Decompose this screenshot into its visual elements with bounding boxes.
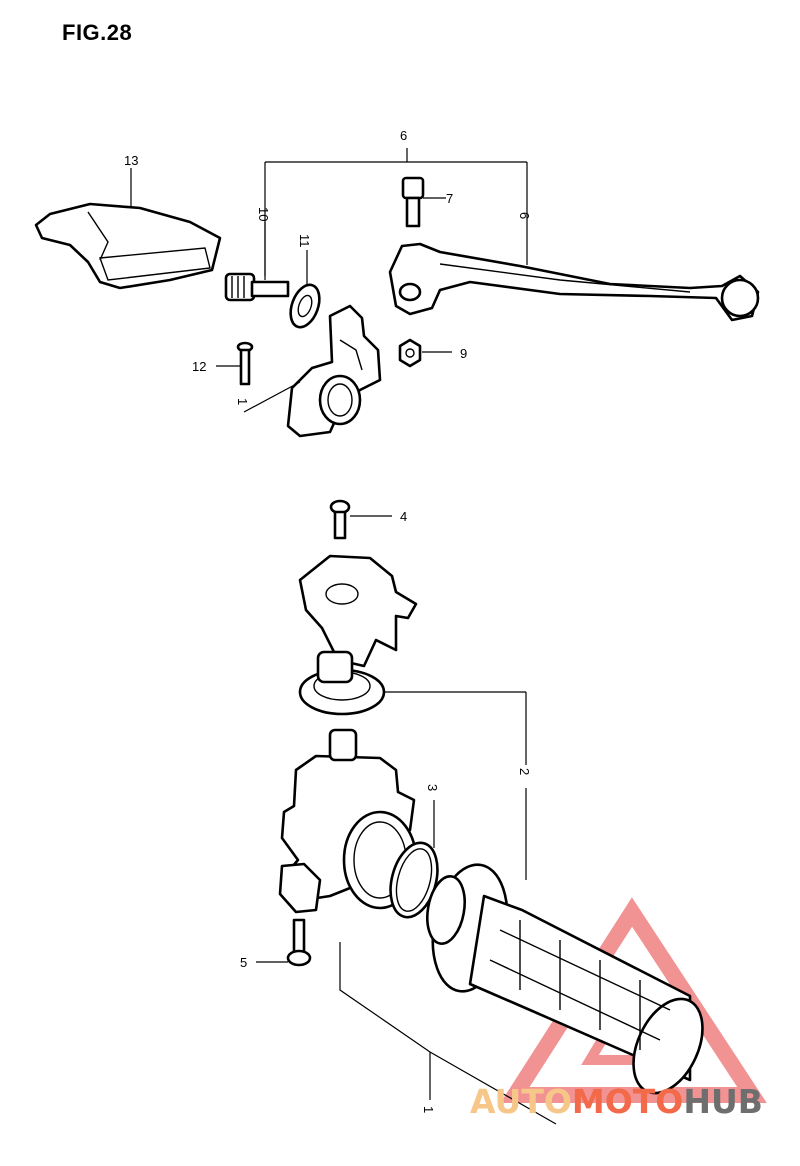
watermark-moto: MOTO [571,1082,684,1121]
nut-part-9 [398,338,452,368]
switch-lower-housing [278,728,418,914]
callout-label-1-lower: 1 [421,1106,436,1113]
throttle-grip-part-2 [426,863,704,1095]
leader-group-1-lower [339,942,557,1125]
callout-label-5: 5 [240,955,247,970]
callout-label-13: 13 [124,153,138,168]
lever-holder-part-1 [243,304,382,438]
watermark-auto: AUTO [470,1082,572,1121]
screw-part-4 [329,499,392,540]
callout-label-10: 10 [256,207,271,221]
callout-label-3: 3 [425,784,440,791]
callout-label-9: 9 [460,346,467,361]
clutch-lever-part-7 [388,242,760,322]
callout-label-6: 6 [400,128,407,143]
switch-collar [298,650,527,880]
leader-group-6 [264,148,528,280]
locknut-part-11 [289,250,321,329]
adjuster-bolt-part-10 [224,222,290,302]
callout-label-7: 6 [517,212,532,219]
watermark-logo: AUTOMOTOHUB [470,1082,763,1121]
lever-cover-part-13 [34,168,222,290]
callout-label-8: 7 [446,191,453,206]
callout-label-12: 12 [192,359,206,374]
screw-part-5 [256,918,312,967]
callout-label-2: 2 [517,768,532,775]
callout-label-4: 4 [400,509,407,524]
figure-title: FIG.28 [62,20,133,45]
switch-upper-housing [298,554,418,668]
pivot-bolt-part-8 [401,176,446,228]
o-ring-part-3 [389,800,439,919]
callout-label-11: 11 [297,234,312,248]
watermark-hub: HUB [683,1082,763,1121]
screw-part-12 [216,341,254,386]
callout-label-1-upper: 1 [235,398,250,405]
